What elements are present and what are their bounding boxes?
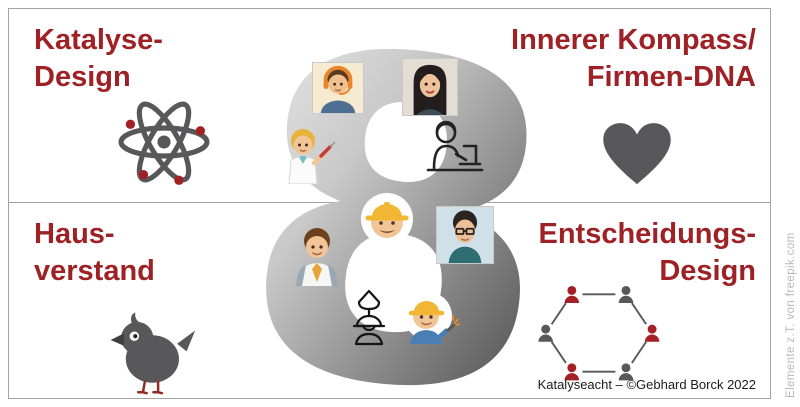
- headset-man-avatar: [312, 62, 364, 114]
- label-line-2: Design: [34, 61, 131, 93]
- bird-icon: [103, 302, 198, 397]
- label-line-1: Entscheidungs-: [538, 218, 756, 250]
- welder-woman-avatar: [402, 286, 460, 344]
- person-node-right: [641, 322, 663, 344]
- office-man-avatar: [286, 224, 348, 286]
- person-laptop-icon: [420, 116, 484, 180]
- scientist-woman-avatar: [278, 126, 336, 184]
- label-line-2: verstand: [34, 255, 155, 287]
- heart-icon: [601, 121, 673, 187]
- atom-icon: [108, 86, 220, 198]
- label-line-1: Haus-: [34, 218, 115, 250]
- label-line-2: Firmen-DNA: [586, 61, 756, 93]
- label-entscheidungs-design: Entscheidungs- Design: [538, 216, 756, 290]
- label-innerer-kompass: Innerer Kompass/ Firmen-DNA: [511, 22, 756, 96]
- dark-haired-woman-avatar: [402, 58, 458, 116]
- construction-worker-avatar: [360, 192, 414, 246]
- person-node-bottom-left: [561, 361, 583, 383]
- label-line-1: Innerer Kompass/: [511, 24, 756, 56]
- label-line-2: Design: [659, 255, 756, 287]
- label-hausverstand: Haus- verstand: [34, 216, 155, 290]
- person-node-top-left: [561, 283, 583, 305]
- credit-text: Katalyseacht – ©Gebhard Borck 2022: [537, 377, 756, 392]
- people-network-icon: [523, 274, 669, 392]
- person-node-bottom-right: [615, 361, 637, 383]
- label-katalyse-design: Katalyse- Design: [34, 22, 163, 96]
- freepik-watermark: Elemente z.T. von freepik.com: [785, 232, 797, 398]
- person-node-left: [535, 322, 557, 344]
- person-node-top-right: [615, 283, 637, 305]
- builder-trowel-icon: [340, 288, 398, 346]
- glasses-man-avatar: [436, 206, 494, 264]
- label-line-1: Katalyse-: [34, 24, 163, 56]
